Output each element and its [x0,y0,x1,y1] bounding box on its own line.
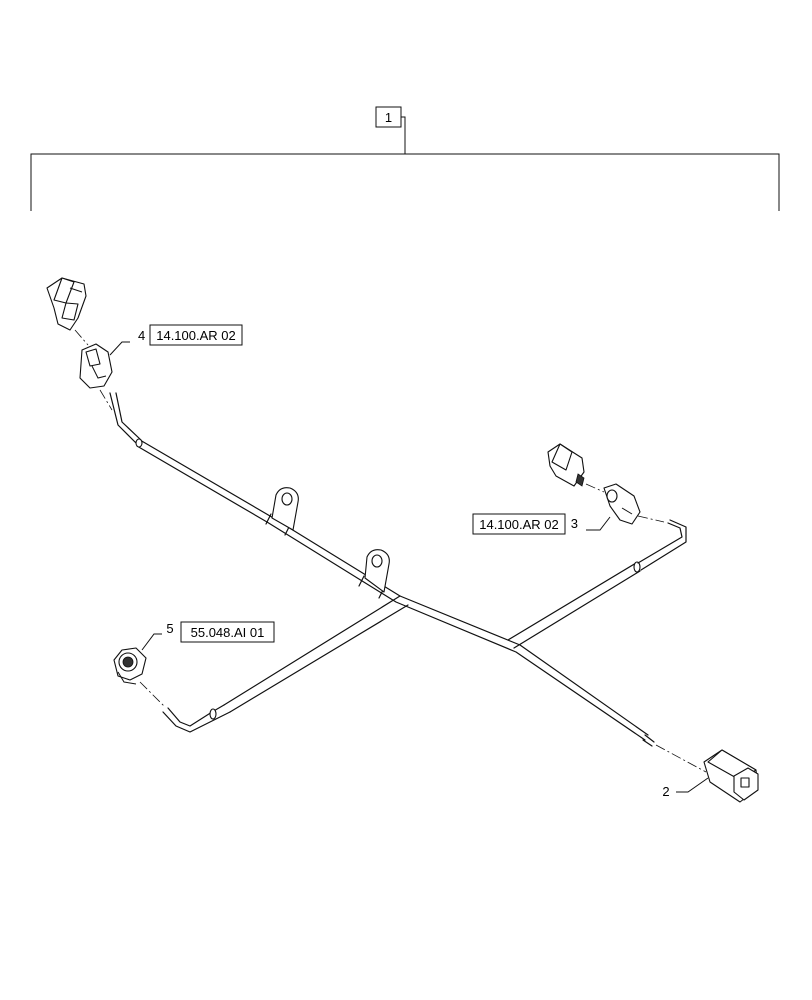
item-2-number: 2 [662,784,669,799]
mounting-tab-1 [271,487,299,531]
connector-item-5 [113,647,165,707]
item-5-ref-box [180,621,275,643]
item-4-ref-box [149,324,243,346]
item-3-number: 3 [571,516,578,531]
connector-item-2 [655,744,759,803]
item-5-ref: 55.048.AI 01 [191,625,265,640]
connector-item-4 [46,277,113,411]
assembly-bracket: 1 [30,106,780,211]
item-3-ref: 14.100.AR 02 [479,517,559,532]
item-5-number: 5 [166,621,173,636]
item-4-number: 4 [138,328,145,343]
branch-item-3 [507,519,687,649]
mounting-tab-2 [364,549,390,593]
harness-trunk [109,392,655,747]
item-3-ref-box [472,513,566,535]
branch-item-5 [162,595,409,733]
item-1-number: 1 [385,110,392,125]
connector-item-3 [547,443,665,525]
item-4-ref: 14.100.AR 02 [156,328,236,343]
